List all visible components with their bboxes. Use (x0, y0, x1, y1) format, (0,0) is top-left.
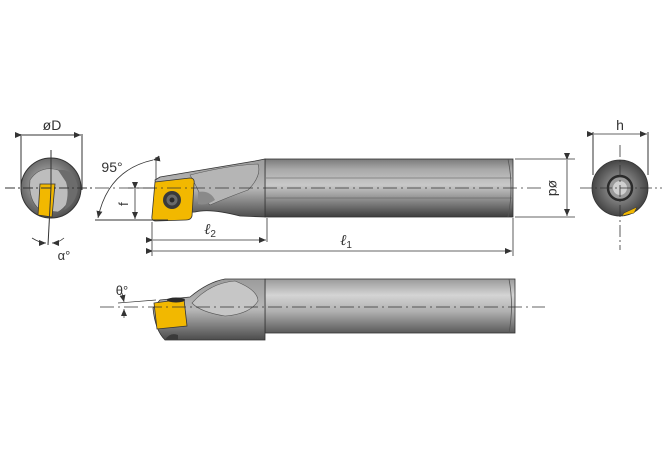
rear-view: h (580, 117, 662, 250)
alpha-angle-label: α° (58, 248, 71, 263)
top-view: 95° f ℓ2 ℓ1 ød (95, 153, 575, 256)
theta-angle-label: θ° (116, 283, 128, 298)
insert-front (37, 183, 56, 218)
side-view: θ° (100, 278, 545, 341)
side-shank (264, 278, 516, 334)
shank-diameter-label: ød (546, 180, 562, 196)
front-view: øD α° (5, 117, 92, 263)
height-h-label: h (616, 117, 624, 133)
approach-angle-label: 95° (101, 159, 122, 175)
offset-f-label: f (116, 202, 131, 206)
diameter-D-label: øD (43, 117, 62, 133)
length-l1-label: ℓ1 (340, 233, 352, 251)
screw-icon (169, 197, 175, 203)
insert-side (153, 298, 188, 330)
length-l2-label: ℓ2 (204, 222, 216, 240)
